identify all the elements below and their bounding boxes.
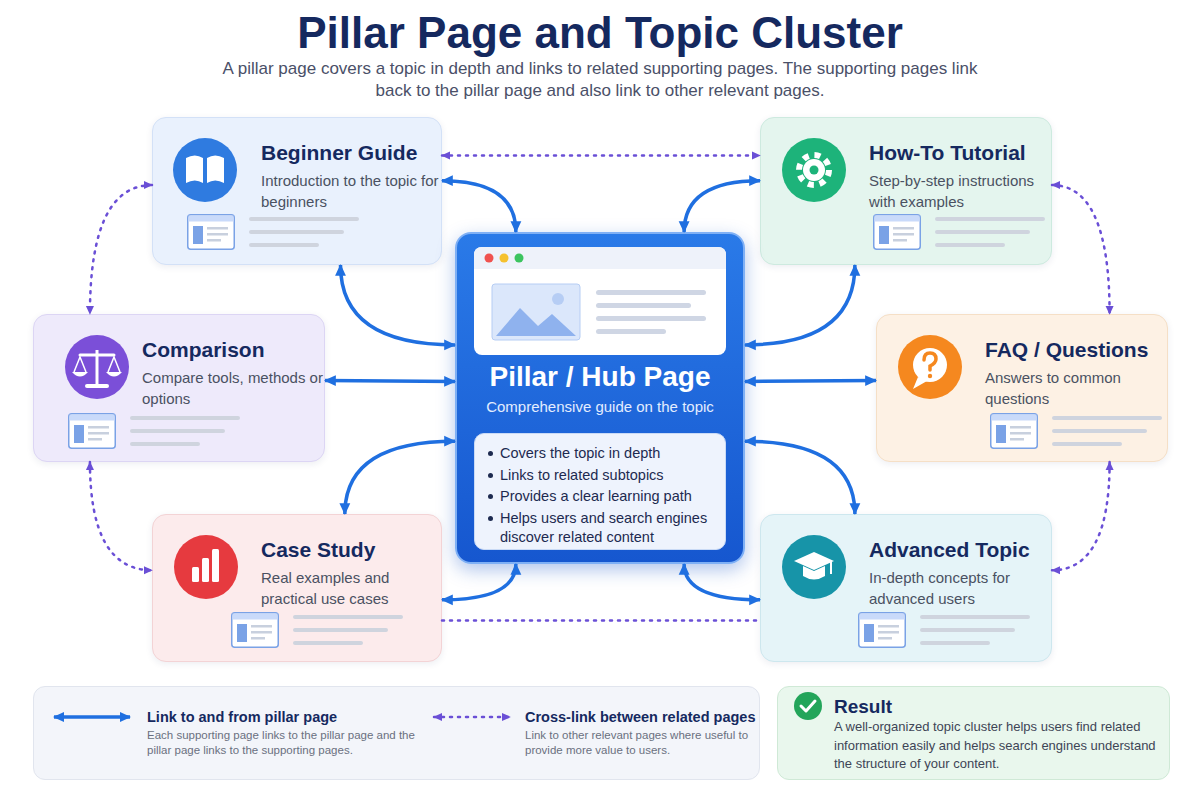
card-body: In-depth concepts for advanced users (869, 567, 1051, 609)
bullet-item: Links to related subtopics (500, 466, 722, 485)
pillar-link (684, 564, 760, 600)
diagram-caption: A pillar page covers a topic in depth an… (220, 58, 980, 102)
result-box: ResultA well-organized topic cluster hel… (777, 686, 1170, 780)
pillar-link (745, 441, 855, 514)
pillar-link (325, 379, 455, 383)
card-heading: How-To Tutorial (869, 140, 1051, 166)
bullet-item: Helps users and search engines discover … (500, 509, 722, 547)
legend-text: Cross-link between related pages (525, 708, 825, 726)
cluster-card: Beginner GuideIntroduction to the topic … (152, 117, 442, 265)
pillar-link (442, 181, 516, 232)
cluster-card: ComparisonCompare tools, methods or opti… (33, 314, 325, 462)
bullet-dot (488, 473, 493, 478)
pillar-title: Pillar / Hub Page (457, 360, 743, 394)
cluster-card: How-To TutorialStep-by-step instructions… (760, 117, 1052, 265)
pillar-subtitle: Comprehensive guide on the topic (457, 397, 743, 417)
cluster-card: Case StudyReal examples and practical us… (152, 514, 442, 662)
bullet-dot (488, 516, 493, 521)
card-heading: Case Study (261, 537, 443, 563)
legend-sample-part (434, 716, 510, 719)
card-heading: Beginner Guide (261, 140, 443, 166)
legend-description: Each supporting page links to the pillar… (147, 728, 419, 758)
legend-text: Link to and from pillar page (147, 708, 447, 726)
pillar-link (684, 181, 760, 232)
pillar-box: Pillar / Hub PageComprehensive guide on … (455, 232, 745, 564)
card-heading: Advanced Topic (869, 537, 1051, 563)
legend-sample-part (54, 715, 130, 719)
card-body: Compare tools, methods or options (142, 367, 324, 409)
pillar-link (341, 265, 456, 345)
bullet-item: Covers the topic in depth (500, 444, 722, 463)
card-body: Introduction to the topic for beginners (261, 170, 443, 212)
cross-link (442, 154, 760, 157)
pillar-link (745, 265, 855, 345)
card-body: Real examples and practical use cases (261, 567, 443, 609)
pillar-link (442, 564, 516, 600)
bullet-panel: Covers the topic in depthLinks to relate… (474, 433, 726, 550)
card-heading: Comparison (142, 337, 324, 363)
cross-link (1052, 462, 1110, 570)
result-body: A well-organized topic cluster helps use… (834, 718, 1164, 774)
cross-link (1052, 185, 1110, 314)
diagram-title: Pillar Page and Topic Cluster (0, 8, 1200, 58)
cross-link (90, 185, 152, 314)
cluster-card: FAQ / QuestionsAnswers to common questio… (876, 314, 1168, 462)
cluster-card: Advanced TopicIn-depth concepts for adva… (760, 514, 1052, 662)
cross-link (442, 619, 760, 622)
card-body: Step-by-step instructions with examples (869, 170, 1051, 212)
bullet-dot (488, 451, 493, 456)
card-body: Answers to common questions (985, 367, 1167, 409)
cross-link (90, 462, 152, 570)
result-heading: Result (834, 695, 1164, 719)
pillar-link (745, 379, 876, 383)
pillar-link (345, 441, 455, 514)
legend-description: Link to other relevant pages where usefu… (525, 728, 751, 758)
bullet-item: Provides a clear learning path (500, 487, 722, 506)
bullet-dot (488, 494, 493, 499)
card-heading: FAQ / Questions (985, 337, 1167, 363)
